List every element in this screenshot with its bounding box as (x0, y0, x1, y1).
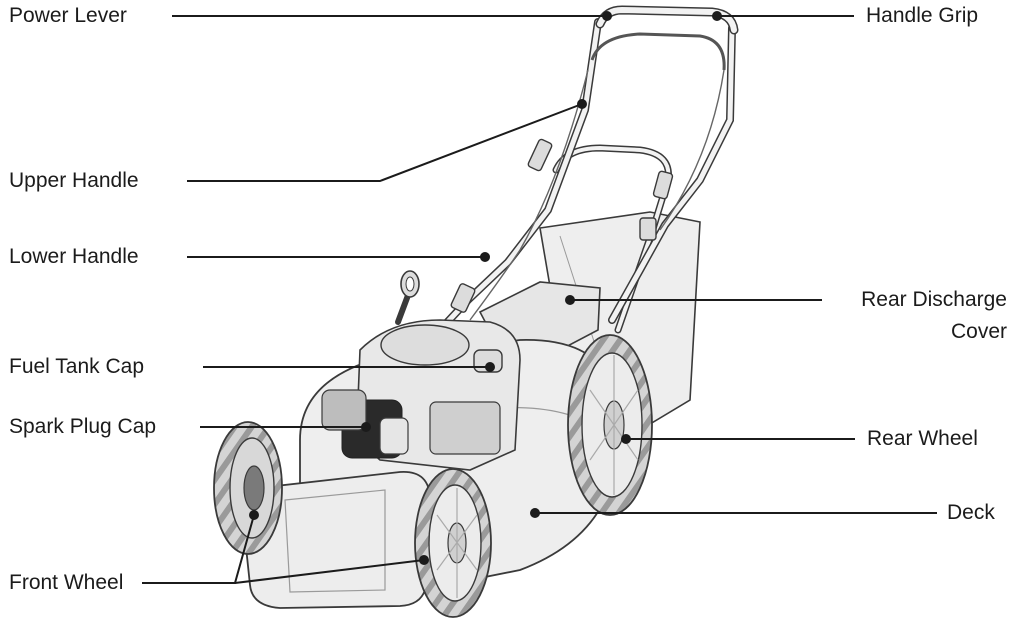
rear-wheel-shape (567, 334, 653, 516)
label-rear-discharge-cover-line1: Rear Discharge (861, 288, 1007, 311)
power-lever-bail (590, 32, 726, 71)
label-lower-handle: Lower Handle (9, 245, 139, 268)
label-rear-wheel: Rear Wheel (867, 427, 978, 450)
dot-handle-grip (712, 11, 722, 21)
label-deck: Deck (947, 501, 995, 524)
front-right-wheel-shape (414, 468, 492, 618)
front-bumper (239, 471, 431, 609)
front-left-wheel-shape (213, 421, 283, 555)
dot-upper-handle (577, 99, 587, 109)
label-handle-grip: Handle Grip (866, 4, 979, 27)
leader-dots (249, 11, 722, 565)
label-spark-plug-cap: Spark Plug Cap (9, 415, 157, 438)
label-rear-discharge-cover-line2: Cover (950, 320, 1007, 343)
dot-spark-plug-cap (361, 422, 371, 432)
dot-rear-discharge-cover (565, 295, 575, 305)
label-front-wheel: Front Wheel (9, 571, 124, 594)
dot-fuel-tank-cap (485, 362, 495, 372)
label-fuel-tank-cap: Fuel Tank Cap (9, 355, 145, 378)
dot-power-lever (602, 11, 612, 21)
dot-deck (530, 508, 540, 518)
dot-front-wheel-right (419, 555, 429, 565)
dot-front-wheel-left (249, 510, 259, 520)
dot-lower-handle (480, 252, 490, 262)
dot-rear-wheel (621, 434, 631, 444)
leader-lines (142, 15, 937, 584)
label-upper-handle: Upper Handle (9, 169, 139, 192)
label-power-lever: Power Lever (9, 4, 127, 27)
